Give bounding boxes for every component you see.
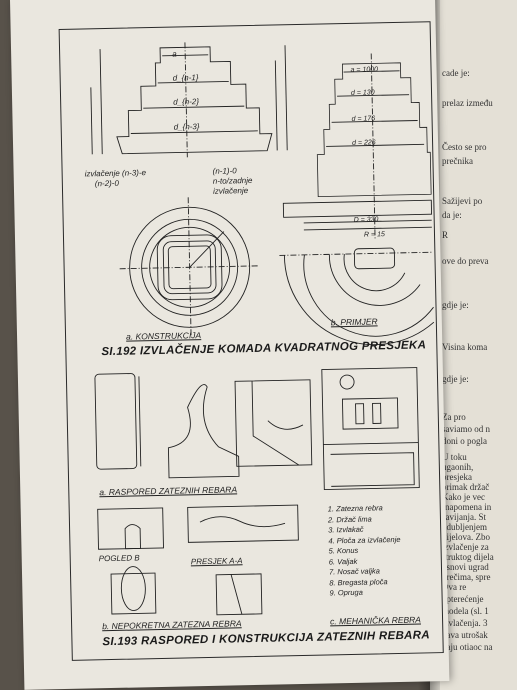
right-page-text: Sažijevi po xyxy=(442,196,483,206)
right-page-text: struktog dijela xyxy=(442,552,494,562)
dim-dn2: d_{n-2} xyxy=(173,97,200,107)
right-page-text: izvlačenje za xyxy=(442,542,489,552)
dim-right-4: D = 330 xyxy=(353,216,379,224)
right-page-text: modela (sl. 1 xyxy=(442,606,489,616)
part-item: 9. Opruga xyxy=(329,587,363,598)
right-page-text: izvlačenja. 3 xyxy=(442,618,488,628)
fig193-sub-c: c. MEHANIČKA REBRA xyxy=(329,614,422,627)
right-page-text: osnovi ugrad xyxy=(442,562,489,572)
dim-right-0: a = 1000 xyxy=(350,66,379,74)
right-page-text: savijanja. St xyxy=(442,512,486,522)
right-page-text: Visina koma xyxy=(442,342,488,352)
half-circles-example xyxy=(279,247,435,345)
right-page-text: saviamo od n xyxy=(442,424,490,434)
figure-frame: izvlačenje (n-3)-e (n-2)-0 (n-1)-0 n-to/… xyxy=(58,21,444,661)
dim-right-3: d = 226 xyxy=(352,139,376,147)
technical-drawings xyxy=(90,42,435,616)
label-draw-n3: izvlačenje (n-3)-e xyxy=(84,168,147,179)
dim-right-1: d = 130 xyxy=(350,89,375,97)
right-page-text: Često se pro xyxy=(442,142,487,152)
right-page-text: gdje je: xyxy=(442,374,469,384)
right-page-text: R xyxy=(442,230,449,240)
stepped-profile-right xyxy=(282,53,433,239)
right-page-text: ugaonih, xyxy=(442,462,474,472)
parts-list: 1. Zatezna rebra 2. Držač lima 3. Izvlak… xyxy=(328,503,402,599)
right-page-text: dava utrošak xyxy=(442,630,488,640)
label-draw-n2: (n-2)-0 xyxy=(94,178,119,189)
right-page-text: gdje je: xyxy=(442,300,469,310)
fig193-presjek: PRESJEK A-A xyxy=(190,556,243,567)
right-page-text: vaju otiaoc na xyxy=(442,642,493,652)
label-draw-n1: (n-1)-0 xyxy=(212,166,237,176)
right-page-text: Ova re xyxy=(442,582,467,592)
right-page-text: presjeka xyxy=(442,472,472,482)
dim-right-2: d = 176 xyxy=(351,115,376,123)
drawbead-arrangement xyxy=(94,373,313,479)
right-page-text: primak držač xyxy=(442,482,490,492)
concentric-rounded-squares xyxy=(119,197,260,338)
stepped-profile-left xyxy=(90,42,288,158)
fig192-sub-b: b. PRIMJER xyxy=(330,316,378,328)
right-page-text: doni o pogla xyxy=(442,436,487,446)
mechanical-drawbead xyxy=(321,367,420,490)
dim-a: a xyxy=(172,49,177,59)
right-page-text: dijelova. Zbo xyxy=(442,532,490,542)
right-page-text: udubljenjem xyxy=(442,522,487,532)
left-page: izvlačenje (n-3)-e (n-2)-0 (n-1)-0 n-to/… xyxy=(10,0,450,690)
fixed-drawbeads xyxy=(97,504,299,616)
right-page-text: U toku xyxy=(442,452,467,462)
right-page-text: opterećenje xyxy=(442,594,484,604)
dim-right-5: R = 15 xyxy=(363,231,385,239)
right-page-text: prečnika xyxy=(442,156,473,166)
fig192-sub-a: a. KONSTRUKCIJA xyxy=(125,330,202,342)
right-page-text: prelaz između xyxy=(442,98,493,108)
part-item: 4. Ploča za izvlačenje xyxy=(328,534,401,545)
right-page-text: cade je: xyxy=(442,68,470,78)
dim-dn1: d_{n-1} xyxy=(172,73,199,83)
right-page-text: Za pro xyxy=(442,412,466,422)
fig193-pogled: POGLED B xyxy=(98,553,140,564)
dim-dn3: d_{n-3} xyxy=(173,122,200,132)
label-draw: izvlačenje xyxy=(212,186,249,196)
right-page-text: ove do preva xyxy=(442,256,489,266)
right-page-text: prečima, spre xyxy=(442,572,491,582)
label-draw-last: n-to/zadnje xyxy=(212,175,253,186)
right-page-text: da je: xyxy=(442,210,462,220)
right-page-text: (napomena in xyxy=(442,502,492,512)
right-page-text: Kako je vec xyxy=(442,492,485,502)
